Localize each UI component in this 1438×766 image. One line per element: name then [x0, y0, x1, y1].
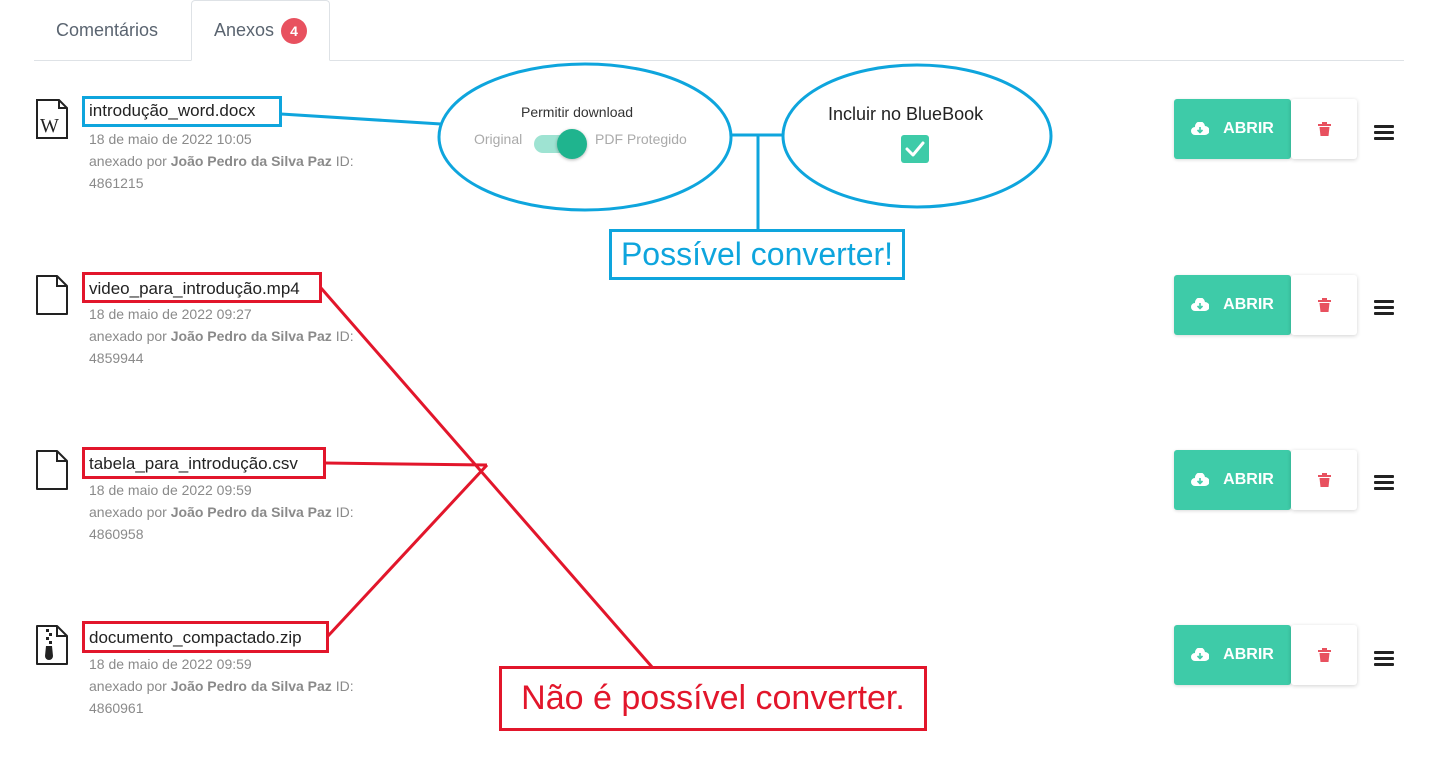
- open-button[interactable]: ABRIR: [1174, 450, 1291, 510]
- open-button[interactable]: ABRIR: [1174, 275, 1291, 335]
- attachment-date: 18 de maio de 2022 09:59: [89, 482, 252, 498]
- trash-icon: [1317, 473, 1331, 487]
- annotation-line-blue: [280, 112, 442, 126]
- cloud-download-icon: [1191, 473, 1210, 486]
- more-options-icon[interactable]: [1374, 125, 1394, 141]
- attachment-meta: 18 de maio de 2022 10:05 anexado por Joã…: [89, 128, 379, 194]
- bluebook-label: Incluir no BlueBook: [828, 104, 984, 124]
- attachment-date: 18 de maio de 2022 09:59: [89, 656, 252, 672]
- trash-icon: [1317, 122, 1331, 136]
- tab-comments[interactable]: Comentários: [56, 19, 159, 40]
- attachment-author-line: anexado por João Pedro da Silva Paz ID: …: [89, 153, 354, 191]
- more-options-icon[interactable]: [1374, 475, 1394, 491]
- tab-attachments-label: Anexos: [213, 20, 275, 40]
- delete-button[interactable]: [1291, 275, 1357, 335]
- attachment-filename[interactable]: documento_compactado.zip: [89, 628, 302, 647]
- attachment-filename[interactable]: introdução_word.docx: [89, 101, 256, 120]
- more-options-icon[interactable]: [1374, 300, 1394, 316]
- open-button-label: ABRIR: [1223, 471, 1274, 488]
- annotation-box-red: [82, 447, 326, 479]
- annotation-ellipse-bluebook: [781, 63, 1053, 209]
- open-button-label: ABRIR: [1223, 646, 1274, 663]
- attachment-date: 18 de maio de 2022 09:27: [89, 306, 252, 322]
- attachment-meta: 18 de maio de 2022 09:59 anexado por Joã…: [89, 653, 379, 719]
- attachments-count-badge: 4: [281, 17, 308, 44]
- download-toggle-knob[interactable]: [557, 129, 587, 159]
- tab-attachments[interactable]: Anexos 4: [191, 0, 330, 61]
- cloud-download-icon: [1191, 648, 1210, 661]
- delete-button[interactable]: [1291, 625, 1357, 685]
- option-pdf-protected-label: PDF Protegido: [595, 131, 687, 147]
- annotation-convertible: Possível converter!: [609, 229, 905, 280]
- download-permission-label: Permitir download: [521, 104, 634, 120]
- file-icon: [36, 450, 68, 490]
- annotation-box-red: [82, 272, 322, 303]
- bluebook-checkbox[interactable]: [901, 135, 929, 163]
- svg-text:W: W: [40, 115, 59, 137]
- annotation-box-red: [82, 621, 329, 653]
- open-button[interactable]: ABRIR: [1174, 99, 1291, 159]
- attachment-date: 18 de maio de 2022 10:05: [89, 131, 252, 147]
- attachment-author-line: anexado por João Pedro da Silva Paz ID: …: [89, 678, 354, 716]
- open-button-label: ABRIR: [1223, 296, 1274, 313]
- trash-icon: [1317, 648, 1331, 662]
- option-original-label: Original: [474, 131, 523, 147]
- delete-button[interactable]: [1291, 99, 1357, 159]
- check-icon: [905, 141, 925, 157]
- attachment-tabs: Comentários Anexos 4: [34, 0, 1404, 61]
- annotation-box-blue: [82, 96, 282, 127]
- attachment-filename[interactable]: video_para_introdução.mp4: [89, 279, 300, 298]
- attachment-author-line: anexado por João Pedro da Silva Paz ID: …: [89, 504, 354, 542]
- delete-button[interactable]: [1291, 450, 1357, 510]
- annotation-not-convertible: Não é possível converter.: [499, 666, 927, 731]
- annotation-line-red: [319, 287, 654, 668]
- attachment-meta: 18 de maio de 2022 09:27 anexado por Joã…: [89, 303, 379, 369]
- open-button[interactable]: ABRIR: [1174, 625, 1291, 685]
- cloud-download-icon: [1191, 122, 1210, 135]
- file-icon: [36, 275, 68, 315]
- open-button-label: ABRIR: [1223, 120, 1274, 137]
- attachment-filename[interactable]: tabela_para_introdução.csv: [89, 454, 298, 473]
- zip-file-icon: [36, 625, 68, 665]
- annotation-line-red: [324, 461, 488, 467]
- attachment-author-line: anexado por João Pedro da Silva Paz ID: …: [89, 328, 354, 366]
- word-file-icon: W: [36, 99, 68, 139]
- trash-icon: [1317, 298, 1331, 312]
- more-options-icon[interactable]: [1374, 651, 1394, 667]
- cloud-download-icon: [1191, 298, 1210, 311]
- annotation-ellipse-permission: [437, 62, 733, 212]
- annotation-line-red: [326, 463, 489, 638]
- attachment-meta: 18 de maio de 2022 09:59 anexado por Joã…: [89, 479, 379, 545]
